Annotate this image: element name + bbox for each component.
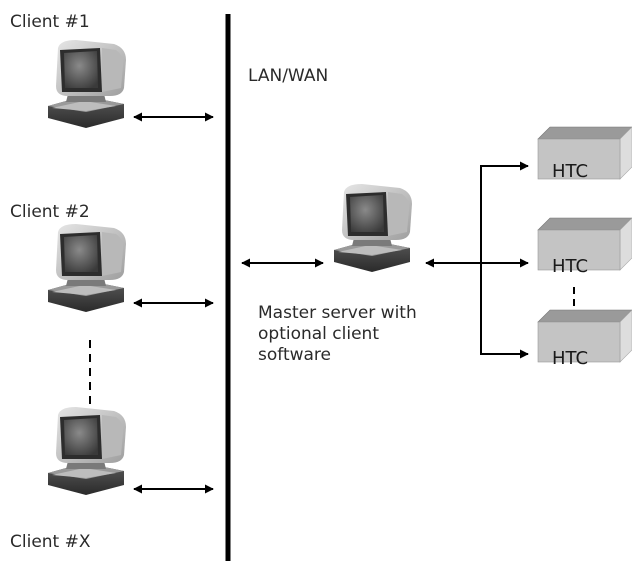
master-server-caption: Master server with optional client softw… <box>258 303 422 365</box>
client-2-computer-icon <box>48 224 126 312</box>
caption-line-1: Master server with <box>258 303 417 323</box>
htc-2-label: HTC <box>552 256 588 277</box>
client-1-computer-icon <box>48 40 126 128</box>
lan-wan-label: LAN/WAN <box>248 66 328 86</box>
caption-line-3: software <box>258 345 331 365</box>
htc-3-label: HTC <box>552 348 588 369</box>
caption-line-2: optional client <box>258 324 379 344</box>
client-2-label: Client #2 <box>10 202 90 222</box>
htc-1-label: HTC <box>552 161 588 182</box>
client-x-computer-icon <box>48 407 126 495</box>
client-x-label: Client #X <box>10 532 91 552</box>
master-server-computer-icon <box>334 184 412 272</box>
client-1-label: Client #1 <box>10 12 90 32</box>
